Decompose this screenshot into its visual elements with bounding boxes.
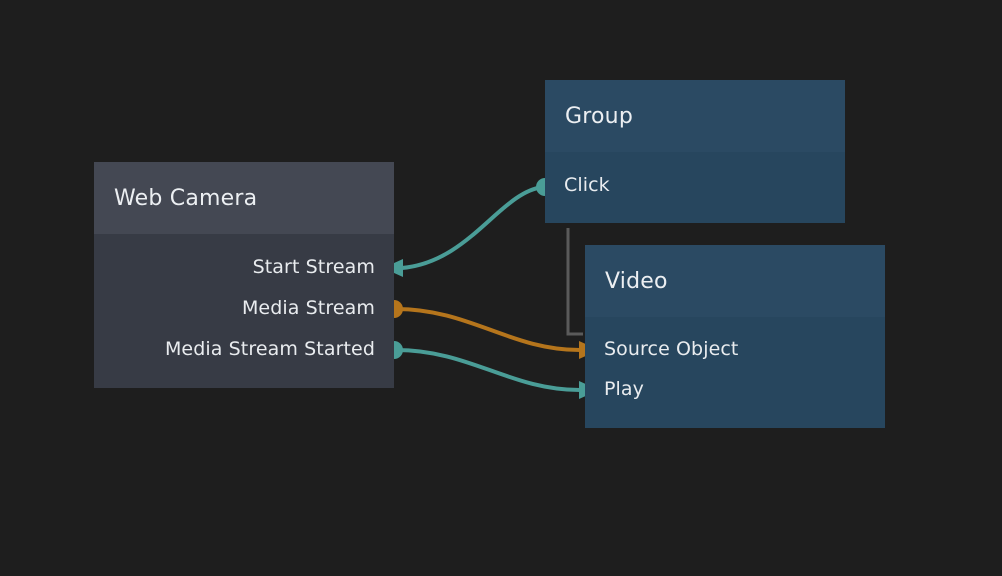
node-group-header[interactable]: Group: [545, 80, 845, 152]
node-group-body: Click: [545, 152, 845, 223]
port-label-source-object: Source Object: [604, 338, 739, 360]
port-row-click[interactable]: Click: [564, 174, 610, 196]
port-label-play: Play: [604, 378, 645, 400]
node-group[interactable]: Group Click: [545, 80, 845, 223]
port-label-start-stream: Start Stream: [252, 256, 375, 278]
port-row-source-object[interactable]: Source Object: [604, 338, 738, 360]
node-video-body: Source Object Play: [585, 317, 885, 428]
edge-media-stream-started-to-play: [394, 348, 582, 392]
edge-click-to-start-stream: [400, 185, 545, 270]
port-row-start-stream[interactable]: Start Stream: [253, 256, 375, 278]
port-label-click: Click: [564, 174, 610, 196]
node-web-camera-body: Start Stream Media Stream Media Stream S…: [94, 234, 394, 388]
port-row-media-stream-started[interactable]: Media Stream Started: [165, 338, 375, 360]
node-web-camera-title: Web Camera: [114, 185, 258, 211]
port-label-media-stream: Media Stream: [241, 297, 375, 319]
node-web-camera[interactable]: Web Camera Start Stream Media Stream Med…: [94, 162, 394, 388]
port-row-play[interactable]: Play: [604, 378, 644, 400]
edge-media-stream-to-source-object: [394, 307, 582, 352]
port-label-media-stream-started: Media Stream Started: [164, 338, 375, 360]
node-group-title: Group: [565, 103, 633, 129]
node-video[interactable]: Video Source Object Play: [585, 245, 885, 428]
node-video-header[interactable]: Video: [585, 245, 885, 317]
node-video-title: Video: [605, 268, 668, 294]
node-web-camera-header[interactable]: Web Camera: [94, 162, 394, 234]
edge-group-to-video-bracket: [566, 228, 583, 336]
port-row-media-stream[interactable]: Media Stream: [242, 297, 375, 319]
